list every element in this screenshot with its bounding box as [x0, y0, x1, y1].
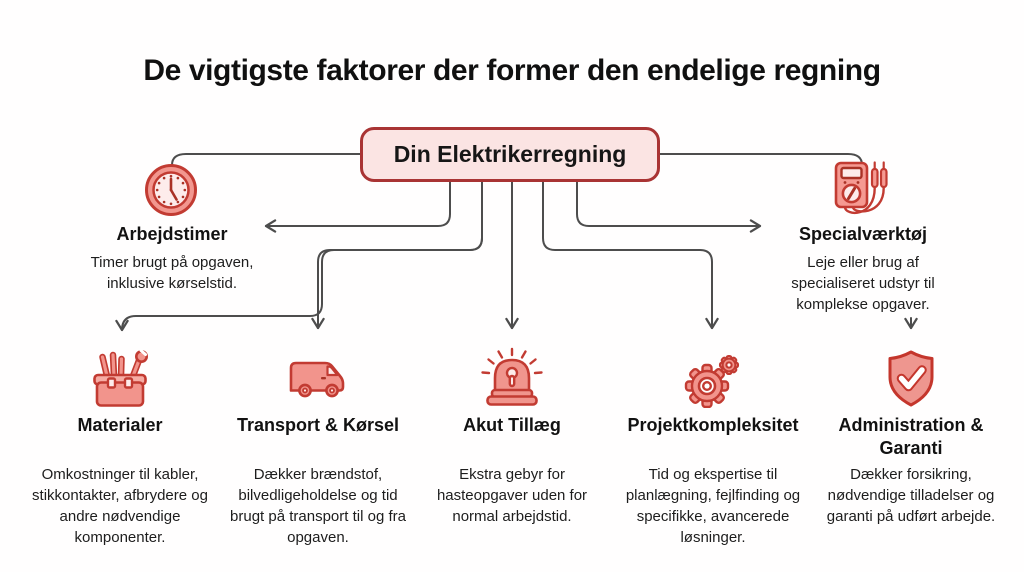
- shield-check-icon: [888, 350, 934, 407]
- page-title: De vigtigste faktorer der former den end…: [143, 54, 881, 87]
- clock-icon: [145, 164, 197, 216]
- node-desc-arbejdstimer: Timer brugt på opgaven, inklusive kørsel…: [90, 254, 254, 292]
- node-label-transport: Transport & Kørsel: [236, 415, 400, 435]
- multimeter-icon: [834, 161, 888, 214]
- node-label-materialer: Materialer: [77, 415, 163, 435]
- node-label-akut-tillaeg: Akut Tillæg: [463, 415, 561, 435]
- node-desc-materialer: Omkostninger til kabler, stikkontakter, …: [32, 466, 208, 546]
- node-desc-akut-tillaeg: Ekstra gebyr for hasteopgaver uden for n…: [436, 466, 588, 525]
- siren-icon: [481, 347, 543, 406]
- node-desc-transport: Dækker brændstof, bilvedligeholdelse og …: [230, 466, 406, 546]
- central-node: Din Elektrikerregning: [360, 127, 660, 182]
- van-icon: [289, 361, 345, 398]
- node-desc-administration-garanti: Dækker forsikring, nødvendige tilladelse…: [826, 466, 996, 525]
- node-label-administration-garanti: Administration & Garanti: [838, 415, 984, 458]
- node-label-arbejdstimer: Arbejdstimer: [116, 224, 228, 244]
- gears-icon: [684, 354, 740, 408]
- node-label-specialvaerktoj: Specialværktøj: [798, 224, 928, 244]
- node-desc-specialvaerktoj: Leje eller brug af specialiseret udstyr …: [791, 254, 935, 313]
- central-node-label: Din Elektrikerregning: [393, 141, 627, 167]
- node-label-projektkompleksitet: Projektkompleksitet: [627, 415, 799, 435]
- toolbox-icon: [93, 349, 148, 407]
- node-desc-projektkompleksitet: Tid og ekspertise til planlægning, fejlf…: [625, 466, 801, 546]
